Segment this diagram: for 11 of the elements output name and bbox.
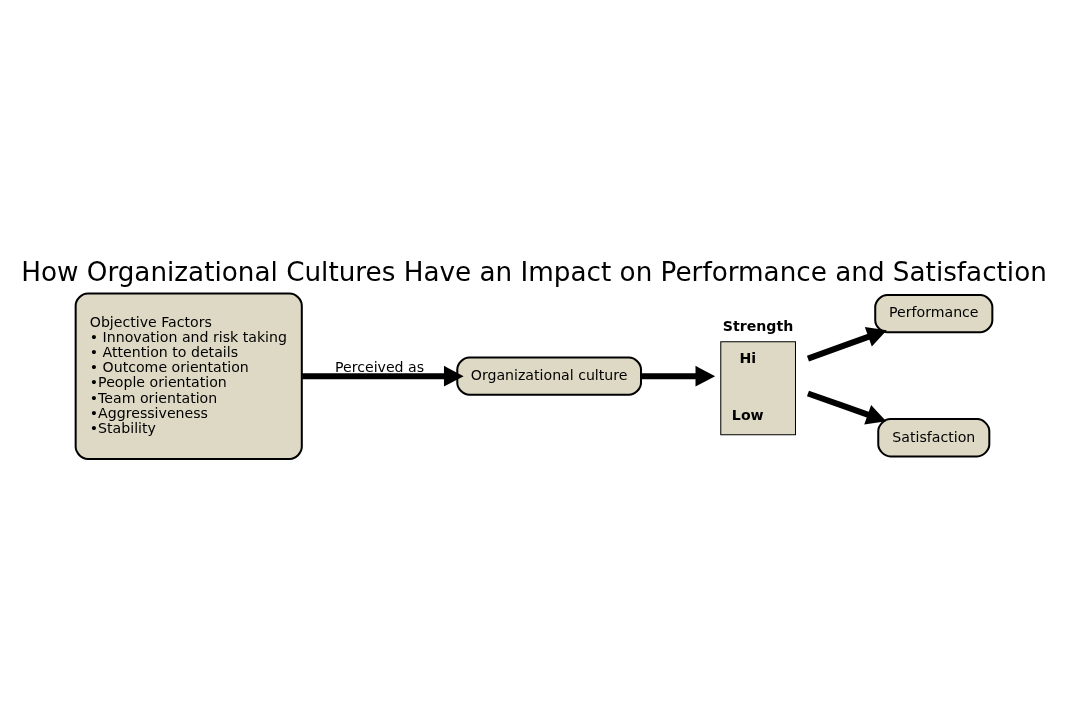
arrow bbox=[806, 327, 887, 362]
arrow bbox=[641, 365, 716, 387]
diagram-title: How Organizational Cultures Have an Impact on Performance and Satisfaction bbox=[21, 257, 1047, 288]
node-box: Satisfaction bbox=[877, 418, 991, 458]
arrow bbox=[302, 365, 464, 387]
arrow bbox=[806, 390, 887, 425]
node-box: Performance bbox=[874, 293, 994, 334]
node-box: Organizational culture bbox=[456, 356, 642, 396]
node-label: Strength bbox=[722, 317, 794, 334]
edge-label: Perceived as bbox=[334, 359, 425, 376]
node-box: Objective Factors • Innovation and risk taking • Attention to details • Outcome orientation •People orientation •Team orientation •Aggressiveness •Stability bbox=[74, 292, 303, 460]
